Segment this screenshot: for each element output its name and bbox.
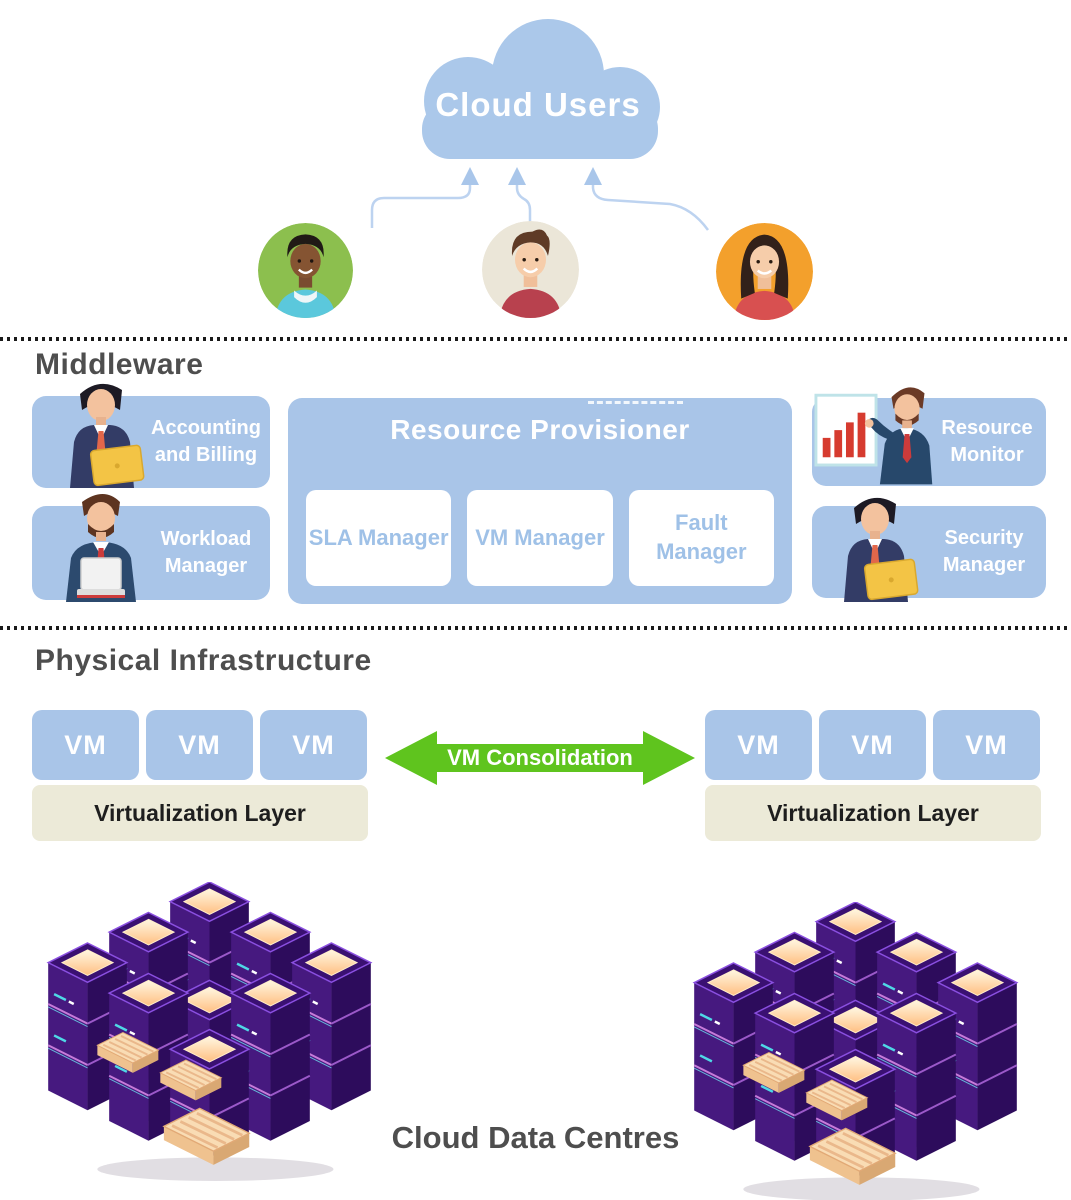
man-cream-circle-avatar xyxy=(482,221,579,318)
separator-middleware-physical xyxy=(0,626,1071,630)
right-host-stack: VM VM VM Virtualization Layer xyxy=(705,710,1041,841)
middleware-title: Middleware xyxy=(35,348,204,381)
accounting-billing-label: Accounting and Billing xyxy=(151,417,261,466)
woman-orange-circle-avatar xyxy=(716,223,813,320)
vm-box: VM xyxy=(32,710,139,780)
security-person-illustration xyxy=(843,497,919,602)
accounting-billing-box: Accounting and Billing xyxy=(32,383,270,488)
workload-manager-label: Workload Manager xyxy=(160,528,252,577)
vm-box: VM xyxy=(705,710,812,780)
user-to-cloud-arrows xyxy=(370,167,710,231)
accounting-person-illustration xyxy=(69,383,145,488)
resource-provisioner-box: Resource Provisioner SLA Manager VM Mana… xyxy=(288,398,792,604)
security-manager-box: Security Manager xyxy=(812,497,1046,602)
security-manager-label: Security Manager xyxy=(942,527,1026,576)
resource-provisioner-title: Resource Provisioner xyxy=(390,414,690,445)
vm-manager-box: VM Manager xyxy=(467,490,613,586)
man-green-circle-avatar xyxy=(258,223,353,318)
vm-box: VM xyxy=(819,710,926,780)
left-host-stack: VM VM VM Virtualization Layer xyxy=(32,710,368,841)
vm-box: VM xyxy=(260,710,367,780)
vm-box: VM xyxy=(146,710,253,780)
virtualization-layer: Virtualization Layer xyxy=(32,785,368,841)
dashed-decoration xyxy=(588,401,683,404)
fault-manager-box: Fault Manager xyxy=(628,490,774,586)
virtualization-layer: Virtualization Layer xyxy=(705,785,1041,841)
resource-monitor-label: Resource Monitor xyxy=(941,417,1033,466)
left-vm-row: VM VM VM xyxy=(32,710,368,780)
workload-manager-box: Workload Manager xyxy=(32,493,270,602)
cloud-users-label: Cloud Users xyxy=(435,86,641,123)
manager-sub-boxes: SLA Manager VM Manager Fault Manager xyxy=(306,490,774,586)
vm-consolidation-label: VM Consolidation xyxy=(447,745,633,770)
cloud-shape-icon xyxy=(422,19,660,159)
separator-users-middleware xyxy=(0,337,1071,341)
resource-monitor-box: Resource Monitor xyxy=(812,385,1046,486)
vm-consolidation-arrow xyxy=(385,731,695,785)
cloud-data-centres-label: Cloud Data Centres xyxy=(391,1120,680,1155)
right-vm-row: VM VM VM xyxy=(705,710,1041,780)
physical-infrastructure-title: Physical Infrastructure xyxy=(35,644,372,677)
monitor-person-illustration xyxy=(814,385,934,486)
vm-box: VM xyxy=(933,710,1040,780)
workload-person-illustration xyxy=(65,493,137,602)
sla-manager-box: SLA Manager xyxy=(306,490,452,586)
